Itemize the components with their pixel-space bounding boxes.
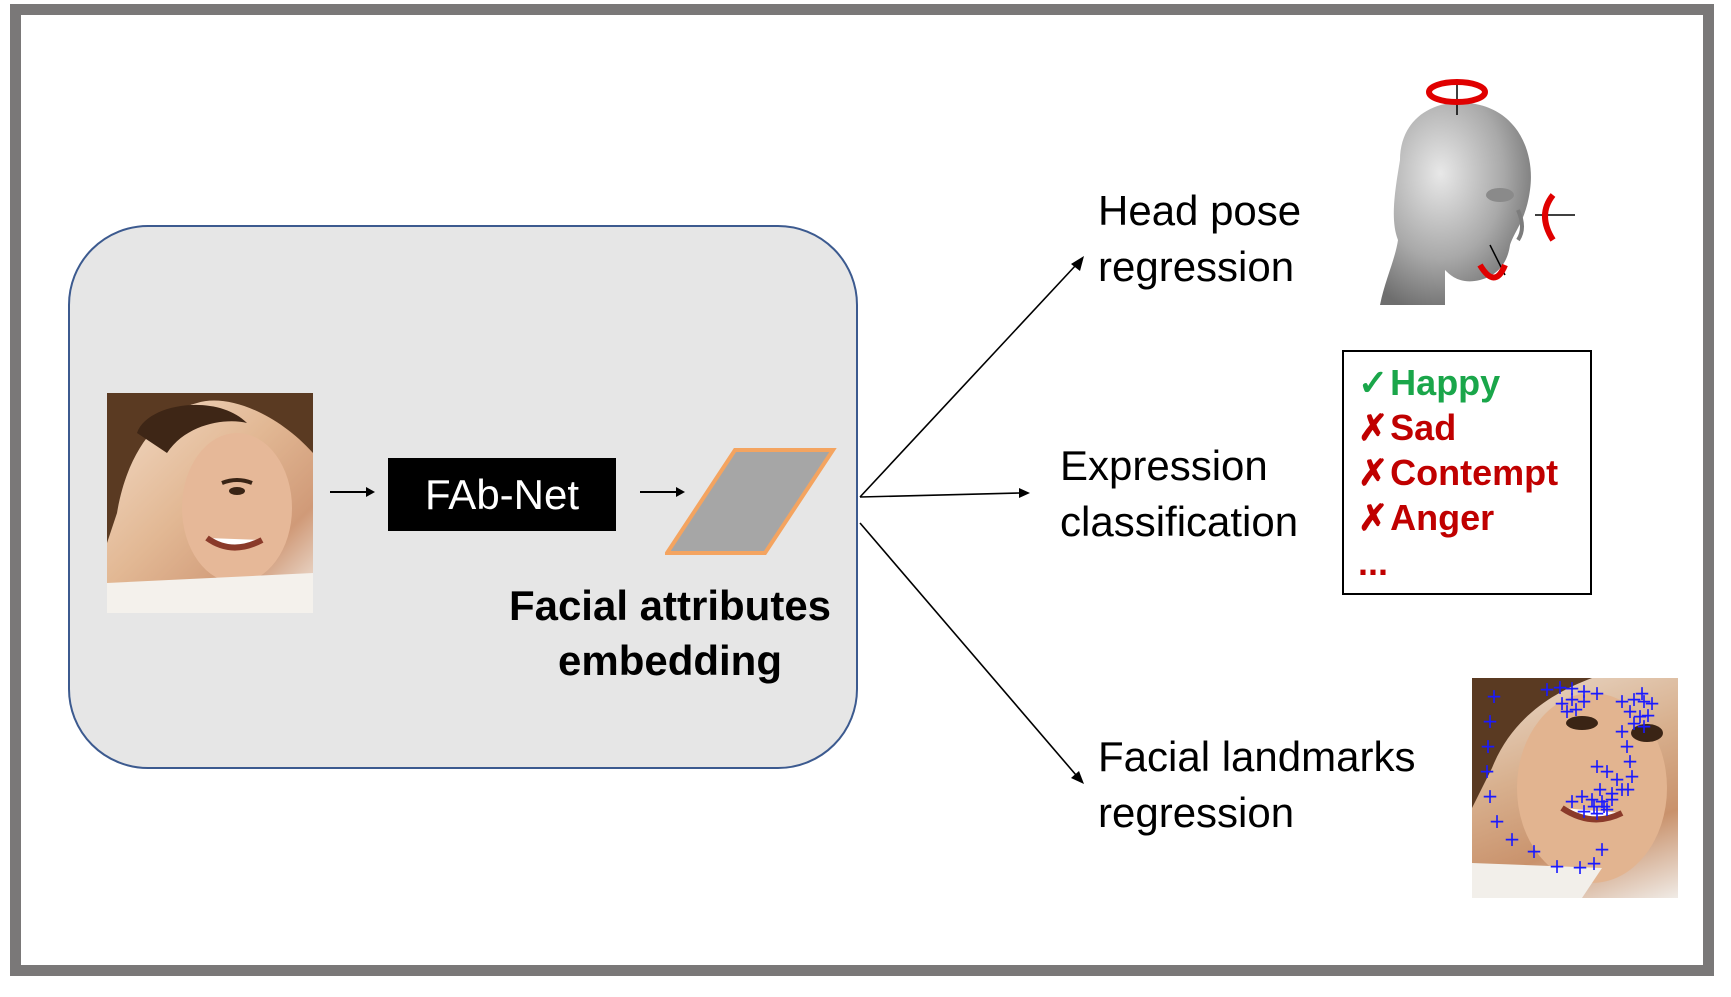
landmark-point: + <box>1576 679 1593 703</box>
landmark-point: + <box>1604 781 1621 805</box>
landmark-point: + <box>1622 749 1639 773</box>
landmark-point: + <box>1584 787 1601 811</box>
landmarks-label: Facial landmarks regression <box>1098 729 1415 841</box>
input-face-photo <box>107 393 313 613</box>
head-3d-render-icon <box>1380 79 1575 306</box>
landmark-point: + <box>1624 764 1641 788</box>
expression-line2: classification <box>1060 498 1299 545</box>
expression-item-anger: ✗Anger <box>1358 495 1590 540</box>
cross-icon: ✗ <box>1358 452 1389 493</box>
expression-item-label: Sad <box>1390 407 1457 448</box>
landmark-point: + <box>1614 689 1631 713</box>
landmark-point: + <box>1619 734 1636 758</box>
landmark-point: + <box>1614 777 1631 801</box>
landmark-point: + <box>1572 855 1589 879</box>
landmark-point: + <box>1589 801 1606 825</box>
arrow-to-head-pose <box>859 264 1077 498</box>
check-icon: ✓ <box>1358 362 1389 403</box>
expression-list-box: ✓Happy ✗Sad ✗Contempt ✗Anger ... <box>1342 350 1592 595</box>
landmark-point: + <box>1592 777 1609 801</box>
landmark-point: + <box>1552 678 1569 699</box>
landmark-point: + <box>1609 767 1626 791</box>
arrowhead-head-pose <box>1071 256 1084 271</box>
landmark-point: + <box>1549 854 1566 878</box>
expression-item-ellipsis: ... <box>1358 540 1590 585</box>
landmark-point: + <box>1626 687 1643 711</box>
cross-icon: ✗ <box>1358 407 1389 448</box>
landmarks-line1: Facial landmarks <box>1098 733 1416 780</box>
arrowhead-landmarks <box>1071 771 1084 784</box>
arrow-to-expression <box>859 492 1021 498</box>
landmark-point: + <box>1576 799 1593 823</box>
landmark-point: + <box>1489 809 1506 833</box>
embedding-label: Facial attributes embedding <box>470 578 870 688</box>
landmark-point: + <box>1596 794 1613 818</box>
arrow-to-landmarks <box>859 522 1077 776</box>
landmark-point: + <box>1482 784 1499 808</box>
landmark-point: + <box>1564 789 1581 813</box>
expression-label: Expression classification <box>1060 438 1298 550</box>
expression-item-sad: ✗Sad <box>1358 405 1590 450</box>
landmark-point: + <box>1644 691 1661 715</box>
landmark-point: + <box>1640 703 1657 727</box>
landmark-point: + <box>1594 789 1611 813</box>
landmark-point: + <box>1564 678 1581 700</box>
landmark-point: + <box>1636 714 1653 738</box>
embedding-label-line2: embedding <box>557 637 782 684</box>
landmark-point: + <box>1504 827 1521 851</box>
embedding-label-line1: Facial attributes <box>508 582 832 629</box>
landmark-point: + <box>1589 681 1606 705</box>
landmark-point: + <box>1599 759 1616 783</box>
fabnet-label: FAb-Net <box>424 470 580 518</box>
landmark-point: + <box>1486 684 1503 708</box>
landmark-point: + <box>1626 711 1643 735</box>
landmark-points-overlay: ++++++++++++++++++++++++++++++++++++++++… <box>1479 678 1661 879</box>
landmark-point: + <box>1559 699 1576 723</box>
landmark-point: + <box>1564 687 1581 711</box>
landmark-point: + <box>1620 777 1637 801</box>
arrow-photo-to-fabnet <box>330 487 375 497</box>
cross-icon: ✗ <box>1358 497 1389 538</box>
landmark-point: + <box>1586 851 1603 875</box>
head-pose-label: Head pose regression <box>1098 183 1301 295</box>
landmark-point: + <box>1526 839 1543 863</box>
landmark-point: + <box>1539 678 1556 701</box>
landmark-point: + <box>1604 787 1621 811</box>
face-landmarks-photo: ++++++++++++++++++++++++++++++++++++++++… <box>1472 678 1678 898</box>
landmark-point: + <box>1614 719 1631 743</box>
arrowhead-expression <box>1019 488 1030 498</box>
landmark-point: + <box>1594 837 1611 861</box>
landmark-point: + <box>1634 681 1651 705</box>
expression-item-label: Happy <box>1390 362 1501 403</box>
expression-item-label: Contempt <box>1390 452 1559 493</box>
landmarks-line2: regression <box>1098 789 1295 836</box>
arrow-fabnet-to-embedding <box>640 487 685 497</box>
expression-item-contempt: ✗Contempt <box>1358 450 1590 495</box>
landmark-point: + <box>1554 691 1571 715</box>
landmark-point: + <box>1599 797 1616 821</box>
landmark-point: + <box>1622 699 1639 723</box>
landmark-point: + <box>1479 759 1496 783</box>
expression-item-happy: ✓Happy <box>1358 360 1590 405</box>
landmark-point: + <box>1482 709 1499 733</box>
expression-line1: Expression <box>1060 442 1268 489</box>
landmark-point: + <box>1636 689 1653 713</box>
expression-item-label: ... <box>1358 542 1389 583</box>
head-pose-line1: Head pose <box>1098 187 1302 234</box>
landmark-point: + <box>1480 734 1497 758</box>
fabnet-block: FAb-Net <box>388 458 616 531</box>
embedding-vector-icon <box>665 448 837 555</box>
landmark-point: + <box>1568 697 1585 721</box>
expression-item-label: Anger <box>1390 497 1495 538</box>
head-pose-line2: regression <box>1098 243 1295 290</box>
landmark-point: + <box>1574 784 1591 808</box>
landmark-point: + <box>1632 704 1649 728</box>
landmark-point: + <box>1586 794 1603 818</box>
landmark-point: + <box>1576 689 1593 713</box>
landmark-point: + <box>1589 754 1606 778</box>
